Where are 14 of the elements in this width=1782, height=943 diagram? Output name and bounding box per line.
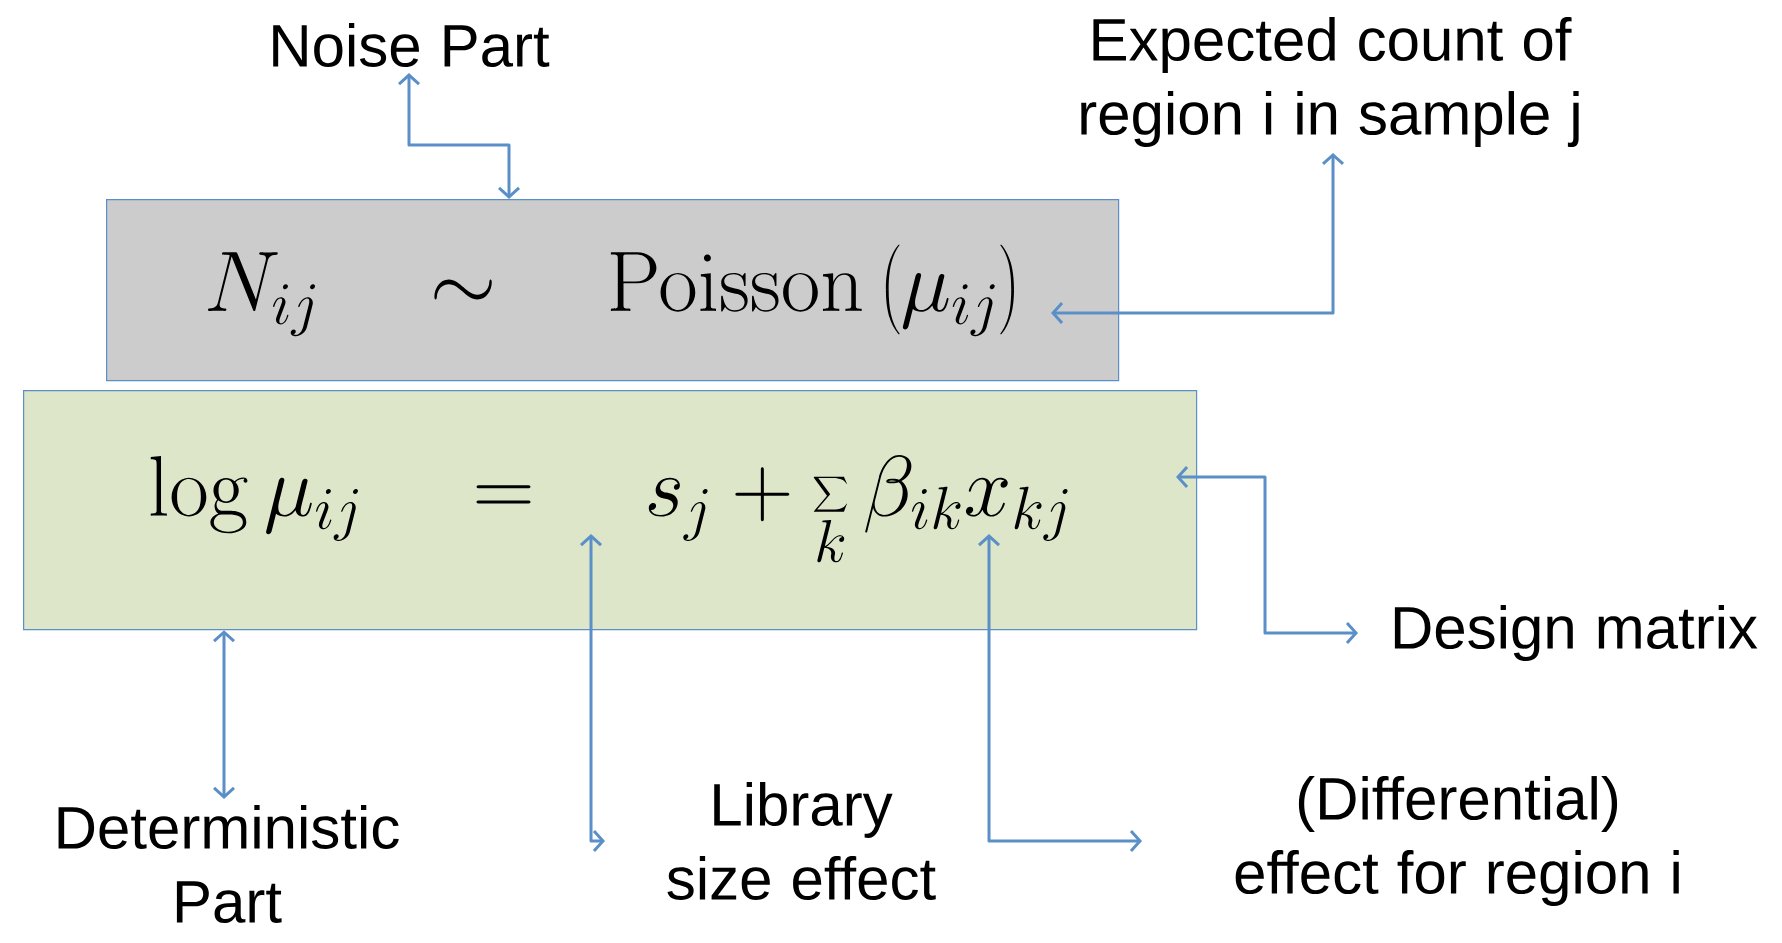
- formula-box: $\log\mu_{ij} \quad=\quad s_j + \sum_k \beta_{ik} x_{kj}$: [23, 390, 1198, 631]
- annotation-text: (Differential) effect for region i: [1235, 776, 1679, 906]
- annotation-text: Library size effect: [667, 782, 936, 901]
- annotation-text: Deterministic Part: [58, 805, 399, 924]
- arrow: [580, 534, 605, 852]
- arrow: [1051, 152, 1345, 324]
- formula-box: $N_{ij} \quad\sim\quad \mathrm{Poisson}\left(\mu_{ij}\right)$: [106, 199, 1120, 382]
- arrow: [213, 630, 235, 799]
- annotation-text: Design matrix: [1394, 605, 1758, 661]
- arrow: [978, 534, 1142, 852]
- annotation-text: Noise Part: [273, 22, 550, 68]
- arrow: [398, 73, 520, 199]
- arrow: [1176, 466, 1358, 644]
- annotation-text: Expected count of region i in sample j: [1081, 17, 1579, 147]
